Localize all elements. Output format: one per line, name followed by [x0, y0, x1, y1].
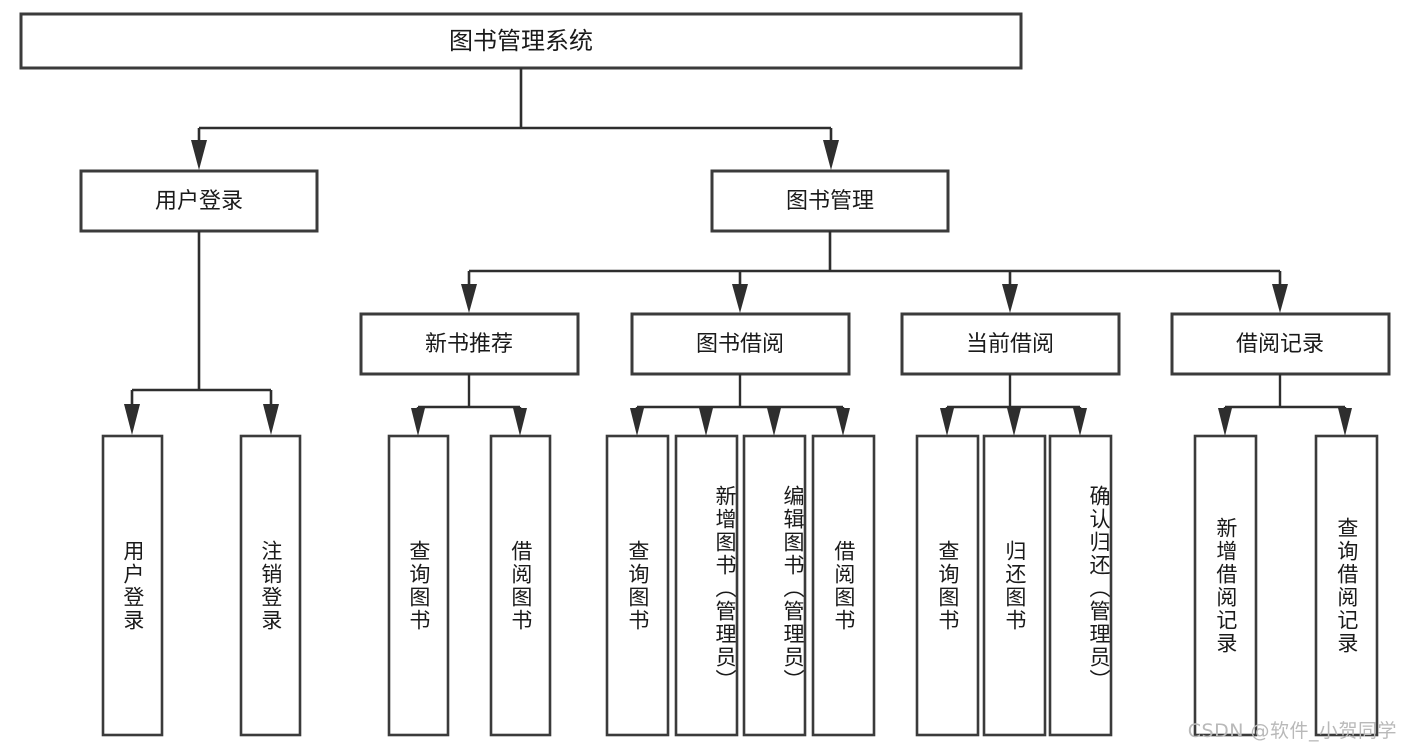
arrow-head-borrow-4 — [836, 408, 850, 436]
node-book-borrow[interactable]: 图书借阅 — [630, 312, 851, 376]
leaf-box-current-3[interactable] — [1048, 434, 1113, 737]
node-borrow-record-label: 借阅记录 — [1236, 332, 1324, 357]
arrow-head-current-2 — [1007, 408, 1021, 436]
leaf-box-borrow-2[interactable] — [674, 434, 739, 737]
arrow-head-borrow-3 — [767, 408, 781, 436]
node-book-borrow-box[interactable] — [630, 312, 851, 376]
leaf-box-current-2[interactable] — [982, 434, 1047, 737]
node-new-book-recommend-label: 新书推荐 — [425, 332, 513, 357]
leaf-box-borrow-3[interactable] — [742, 434, 807, 737]
arrow-head-record-2 — [1338, 408, 1352, 436]
arrow-head-recommend-1 — [411, 408, 425, 436]
arrow-head-current-3 — [1073, 408, 1087, 436]
leaf-box-borrow-4[interactable] — [811, 434, 876, 737]
leaf-box-current-1[interactable] — [915, 434, 980, 737]
leaf-box-recommend-2[interactable] — [489, 434, 552, 737]
arrow-head-user-login-2 — [263, 404, 279, 435]
leaf-box-record-2[interactable] — [1314, 434, 1379, 737]
arrow-head-current-1 — [940, 408, 954, 436]
arrow-head-level3-4 — [1272, 284, 1288, 313]
node-current-borrow-box[interactable] — [900, 312, 1121, 376]
arrow-head-level2-1 — [191, 140, 207, 170]
node-borrow-record[interactable]: 借阅记录 — [1170, 312, 1391, 376]
node-book-management-box[interactable] — [710, 169, 950, 233]
arrow-head-user-login-1 — [124, 404, 140, 435]
watermark-text: CSDN @软件_小贺同学 — [1187, 720, 1397, 742]
leaf-box-recommend-1[interactable] — [387, 434, 450, 737]
node-current-borrow[interactable]: 当前借阅 — [900, 312, 1121, 376]
arrow-head-level3-2 — [732, 284, 748, 313]
leaf-box-user-login-1[interactable] — [101, 434, 164, 737]
leaf-box-user-login-2[interactable] — [239, 434, 302, 737]
node-new-book-recommend[interactable]: 新书推荐 — [359, 312, 580, 376]
node-root[interactable]: 图书管理系统 — [19, 12, 1023, 70]
arrow-head-level3-3 — [1002, 284, 1018, 313]
node-current-borrow-label: 当前借阅 — [966, 332, 1054, 357]
node-book-management-label: 图书管理 — [786, 189, 874, 214]
node-user-login[interactable]: 用户登录 — [79, 169, 319, 233]
leaf-box-record-1[interactable] — [1193, 434, 1258, 737]
node-borrow-record-box[interactable] — [1170, 312, 1391, 376]
node-book-borrow-label: 图书借阅 — [696, 332, 784, 357]
arrow-head-level2-2 — [823, 140, 839, 170]
arrow-head-recommend-2 — [513, 408, 527, 436]
node-book-management[interactable]: 图书管理 — [710, 169, 950, 233]
node-user-login-label: 用户登录 — [155, 189, 243, 214]
arrow-head-borrow-1 — [630, 408, 644, 436]
node-root-box[interactable] — [19, 12, 1023, 70]
leaf-box-borrow-1[interactable] — [605, 434, 670, 737]
arrow-head-borrow-2 — [699, 408, 713, 436]
arrow-head-level3-1 — [461, 284, 477, 313]
node-root-label: 图书管理系统 — [449, 27, 593, 55]
node-new-book-recommend-box[interactable] — [359, 312, 580, 376]
arrow-head-record-1 — [1218, 408, 1232, 436]
